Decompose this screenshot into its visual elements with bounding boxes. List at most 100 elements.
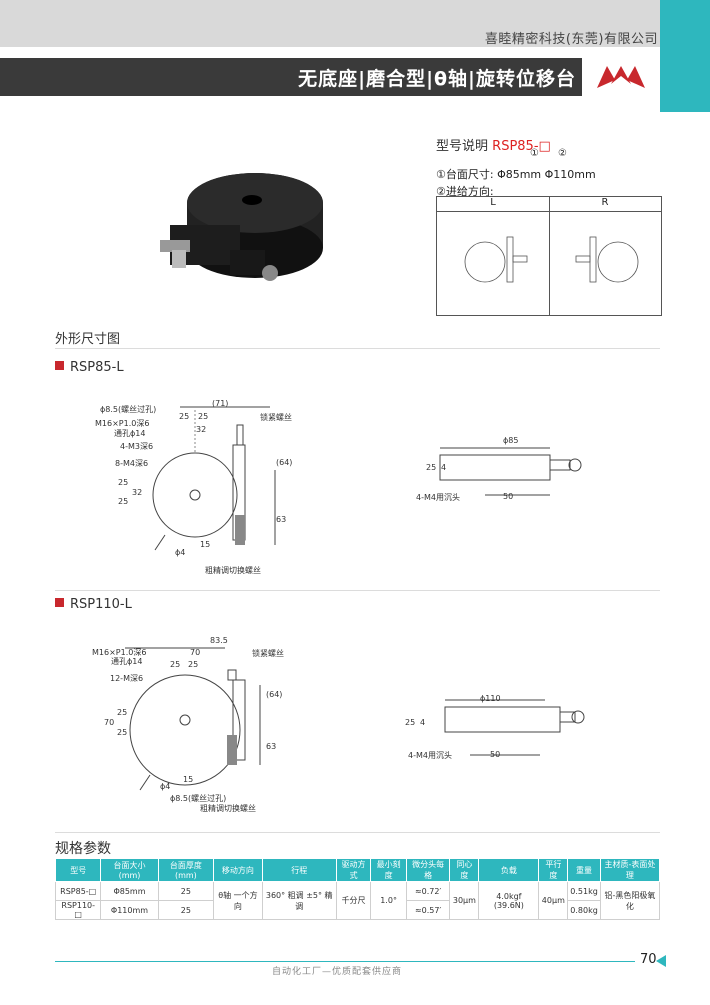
spec-cell: 30μm [449, 881, 480, 920]
rsp85-label-l: 25 [118, 478, 129, 487]
rsp85-label-f: 锁紧螺丝 [260, 413, 292, 422]
footer-slogan: 自动化工厂—优质配套供应商 [272, 967, 403, 977]
direction-r-header: R [549, 197, 661, 212]
spec-cell: 0.80kg [567, 900, 601, 920]
spec-cell: 千分尺 [335, 881, 372, 920]
rsp85-title: RSP85-L [55, 360, 124, 375]
page-arrow-icon [656, 955, 666, 967]
rsp85-label-n: 32 [132, 488, 143, 497]
rsp85-label-h: (71) [212, 399, 229, 408]
rsp85-label-u: 4 [441, 463, 447, 472]
rsp110-front-drawing [125, 647, 261, 791]
spec-cell: Φ85mm [100, 881, 159, 901]
spec-cell: θ轴 一个方向 [213, 881, 263, 920]
rsp110-label-n: 15 [183, 775, 194, 784]
rsp85-label-d: 4-M3深6 [120, 442, 154, 451]
spec-cell: Φ110mm [100, 900, 159, 920]
rsp85-label-a: ϕ8.5(螺丝过孔) [100, 405, 157, 414]
spec-header: 同心度 [449, 858, 480, 882]
model-index-1: ① [530, 148, 539, 159]
spec-cell: RSP85-□ [54, 881, 102, 901]
direction-l-drawing [464, 236, 528, 283]
spec-header: 台面厚度(mm) [157, 858, 215, 882]
rsp110-label-f: 25 [188, 660, 199, 669]
rsp85-label-q: 15 [200, 540, 211, 549]
spec-cell: ≈0.57′ [405, 900, 451, 920]
rsp85-label-j: 25 [198, 412, 209, 421]
section-dimensions: 外形尺寸图 [55, 332, 121, 347]
rsp85-label-m: 25 [118, 497, 129, 506]
spec-cell: ≈0.72′ [405, 881, 451, 901]
spec-cell: 25 [157, 881, 215, 901]
spec-header: 微分头每格 [405, 858, 451, 882]
spec-header: 平行度 [538, 858, 569, 882]
spec-cell: 40μm [538, 881, 569, 920]
spec-header: 型号 [54, 858, 102, 882]
rsp85-label-b: M16×P1.0深6 [95, 419, 150, 428]
spec-header: 负载 [478, 858, 540, 882]
spec-cell: RSP110-□ [54, 900, 102, 920]
company-name: 喜睦精密科技(东莞)有限公司 [484, 32, 658, 47]
rsp85-side-drawing [439, 447, 582, 496]
spec-header: 行程 [261, 858, 337, 882]
rsp85-label-t: 25 [426, 463, 437, 472]
direction-l-header: L [437, 197, 550, 212]
spec-header: 驱动方式 [335, 858, 372, 882]
model-desc-size: ①台面尺寸: Φ85mm Φ110mm [436, 168, 596, 181]
spec-cell: 铝-黑色阳极氧化 [599, 881, 661, 920]
rsp110-label-v: 50 [490, 750, 501, 759]
model-index-2: ② [558, 148, 567, 159]
spec-table: 型号台面大小(mm)台面厚度(mm)移动方向行程驱动方式最小刻度微分头每格同心度… [54, 858, 661, 920]
rsp110-label-c: M16×P1.0深6 [92, 648, 147, 657]
rsp110-label-l: 25 [117, 728, 128, 737]
spec-header: 移动方向 [213, 858, 263, 882]
section-spec: 规格参数 [55, 841, 111, 857]
rsp110-label-k: 25 [117, 708, 128, 717]
rsp85-label-e: 8-M4深6 [115, 459, 149, 468]
brand-logo-icon [597, 66, 645, 88]
rsp110-label-j: 70 [104, 718, 115, 727]
rsp85-front-drawing [152, 406, 276, 551]
spec-cell: 4.0kgf (39.6N) [478, 881, 540, 920]
page-title: 无底座|磨合型|θ轴|旋转位移台 [298, 68, 576, 90]
rsp110-label-i: (64) [266, 690, 283, 699]
accent-tab [660, 0, 710, 112]
rsp110-side-drawing [444, 699, 585, 756]
rsp85-label-p: 63 [276, 515, 287, 524]
rsp110-label-a: 83.5 [210, 636, 228, 645]
spec-header: 台面大小(mm) [100, 858, 159, 882]
header-bar [0, 0, 660, 47]
rsp110-label-e: 25 [170, 660, 181, 669]
page-number: 70 [640, 952, 657, 967]
rsp85-label-i: 25 [179, 412, 190, 421]
spec-header: 重量 [567, 858, 601, 882]
rsp110-title: RSP110-L [55, 597, 132, 612]
rsp110-label-u: 4-M4用沉头 [408, 751, 452, 760]
rsp110-label-o: ϕ4 [160, 782, 171, 791]
rsp85-label-c: 通孔ϕ14 [114, 429, 146, 438]
model-desc-direction: ②进给方向: [436, 185, 494, 198]
rsp85-label-r: ϕ4 [175, 548, 186, 557]
rsp110-label-r: ϕ110 [480, 694, 501, 703]
rsp110-label-s: 25 [405, 718, 416, 727]
spec-cell: 25 [157, 900, 215, 920]
rsp85-label-k: 32 [196, 425, 207, 434]
rsp85-label-w: 50 [503, 492, 514, 501]
rsp85-label-o: (64) [276, 458, 293, 467]
product-photo [160, 173, 323, 281]
spec-header: 主材质-表面处理 [599, 858, 661, 882]
direction-r-drawing [575, 236, 639, 283]
rsp110-label-d: 通孔ϕ14 [111, 657, 143, 666]
rsp110-label-b: 70 [190, 648, 201, 657]
rsp110-label-t: 4 [420, 718, 426, 727]
spec-cell: 0.51kg [567, 881, 601, 901]
rsp110-label-g: 12-M深6 [110, 674, 144, 683]
model-label: 型号说明 RSP85-□ [436, 139, 551, 154]
rsp85-label-s: ϕ85 [503, 436, 519, 445]
rsp110-label-p: ϕ8.5(螺丝过孔) [170, 794, 227, 803]
spec-cell: 1.0° [370, 881, 407, 920]
rsp85-label-v: 4-M4用沉头 [416, 493, 460, 502]
rsp110-label-h: 锁紧螺丝 [252, 649, 284, 658]
direction-table: L R [436, 196, 662, 316]
rsp110-label-q: 粗精调切换螺丝 [200, 804, 256, 813]
